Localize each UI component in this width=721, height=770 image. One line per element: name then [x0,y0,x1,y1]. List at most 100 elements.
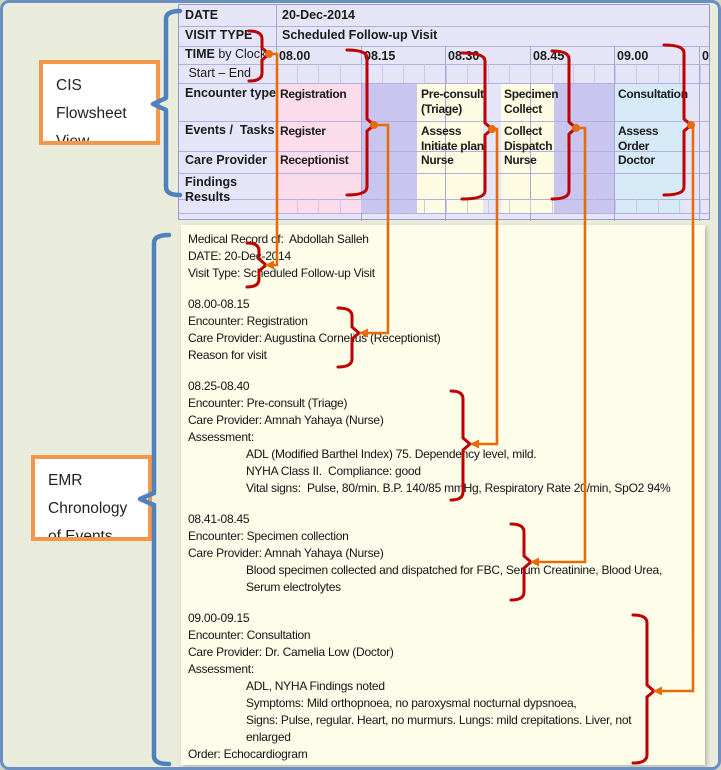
grid-line [424,64,425,83]
emr-text-line: Care Provider: Augustina Cornelius (Rece… [188,331,441,345]
emr-text-line: Order: Echocardiogram [188,747,308,761]
grid-line [382,64,383,83]
grid-line [179,213,709,214]
grid-line [636,199,637,213]
date-value: 20-Dec-2014 [282,8,355,22]
grid-line [179,151,709,152]
cis-flowsheet-table: DATE VISIT TYPE TIME by Clock Start – En… [178,4,710,221]
emr-callout-line: EMR [48,472,83,489]
grid-line [679,64,680,83]
grid-line [615,64,616,83]
grid-line [297,64,298,83]
emr-text-line: ADL (Modified Barthel Index) 75. Depende… [246,447,537,461]
encounter-band-purple [362,83,417,213]
care-provider-cell: Doctor [618,153,655,167]
time-row-label: TIME by Clock [185,47,267,61]
emr-text-line: Vital signs: Pulse, 80/min. B.P. 140/85 … [246,481,671,495]
grid-line [340,64,341,83]
grid-line [467,199,468,213]
events-tasks-cell: Assess Order [618,124,659,153]
grid-line [445,46,446,221]
date-row-label: DATE [185,8,219,22]
emr-text-line: Encounter: Registration [188,314,308,328]
emr-blank-line [188,497,705,511]
grid-line [361,64,362,83]
grid-line [403,199,404,213]
grid-line [179,64,709,65]
grid-line [179,83,709,84]
encounter-band-pink [277,83,362,213]
grid-line [488,199,489,213]
grid-line [340,199,341,213]
time-tick: 09.00 [617,49,649,63]
emr-text-line: Care Provider: Amnah Yahaya (Nurse) [188,546,384,560]
grid-line [530,199,531,213]
visit-type-value: Scheduled Follow-up Visit [282,28,438,42]
emr-text-line: enlarged [246,730,291,744]
grid-line [615,199,616,213]
results-row-label: Results [185,190,231,204]
emr-text-line: Encounter: Specimen collection [188,529,349,543]
grid-line [179,173,709,174]
grid-line [552,64,553,83]
emr-text-line: 09.00-09.15 [188,611,250,625]
events-tasks-cell: Collect Dispatch [504,124,553,153]
emr-callout-line: of Events [48,528,113,541]
grid-line [530,46,531,221]
grid-line [509,64,510,83]
emr-text-line: Medical Record of: Abdollah Salleh [188,232,369,246]
time-tick: 08.45 [533,49,565,63]
emr-text-line: Care Provider: Amnah Yahaya (Nurse) [188,413,384,427]
grid-line [467,64,468,83]
emr-blank-line [188,282,705,296]
grid-line [488,64,489,83]
events-row-label: Events / Tasks [185,123,275,137]
emr-text-line: Blood specimen collected and dispatched … [246,563,663,577]
grid-line [446,64,447,83]
grid-line [614,46,615,221]
grid-line [179,26,709,27]
time-tick: 0 [702,49,709,63]
cis-callout-line: CIS [56,77,82,94]
grid-line [179,46,709,47]
emr-text-line: Signs: Pulse, regular. Heart, no murmurs… [246,713,632,727]
grid-line [700,64,701,83]
cis-callout-line: Flowsheet [56,105,127,122]
grid-line [530,64,531,83]
grid-line [179,199,709,200]
events-tasks-cell: Assess Initiate plan [421,124,484,153]
care-provider-cell: Nurse [421,153,454,167]
visit-type-row-label: VISIT TYPE [185,28,253,42]
grid-line [424,199,425,213]
grid-line [573,64,574,83]
emr-text-line: Encounter: Consultation [188,628,311,642]
grid-line [699,46,700,221]
care-provider-cell: Nurse [504,153,537,167]
care-provider-cell: Receptionist [280,153,349,167]
grid-line [679,199,680,213]
grid-line [594,64,595,83]
emr-text-line: 08.25-08.40 [188,379,250,393]
emr-text-line: Reason for visit [188,348,267,362]
emr-text-line: Symptoms: Mild orthopnoea, no paroxysmal… [246,696,577,710]
emr-text-line: Assessment: [188,662,254,676]
grid-line [382,199,383,213]
time-tick: 08.30 [448,49,480,63]
grid-line [318,199,319,213]
emr-text-line: Serum electrolytes [246,580,341,594]
grid-line [658,64,659,83]
time-tick: 08.15 [364,49,396,63]
grid-line [318,64,319,83]
emr-text-line: Care Provider: Dr. Camelia Low (Doctor) [188,645,394,659]
encounter-band-purple [554,83,615,213]
grid-line [594,199,595,213]
grid-line [446,199,447,213]
grid-line [658,199,659,213]
grid-line [700,199,701,213]
cis-callout-line: View [56,133,90,145]
encounter-type-cell: Consultation [618,87,688,101]
